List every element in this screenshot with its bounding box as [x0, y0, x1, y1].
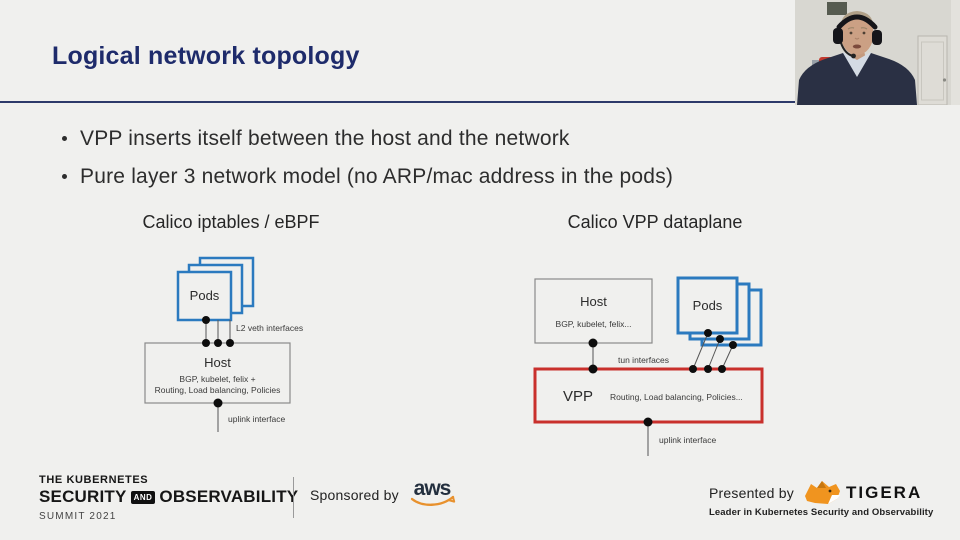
diagram-left-heading: Calico iptables / eBPF [142, 212, 320, 232]
tigera-tiger-icon [803, 479, 843, 511]
vpp-box [533, 367, 764, 424]
eye [862, 31, 866, 35]
host-box [144, 342, 291, 404]
connection-node [226, 339, 234, 347]
bullet-marker [62, 136, 67, 141]
uplink-label: uplink interface [228, 414, 285, 424]
connection-node [213, 398, 223, 408]
host-sub-text: Routing, Load balancing, Policies [155, 385, 281, 395]
hair [840, 11, 874, 28]
aws-smile-icon [410, 495, 455, 506]
bullet-text: VPP inserts itself between the host and … [80, 127, 570, 150]
summit-logo-line2: SECURITY AND OBSERVABILITY [39, 487, 298, 507]
pods-label: Pods [693, 298, 723, 313]
summit-logo-line3: SUMMIT 2021 [39, 511, 117, 522]
sponsored-by-label: Sponsored by [310, 487, 399, 503]
connection-node [643, 417, 653, 427]
uplink-label: uplink interface [659, 435, 716, 445]
host-label: Host [580, 294, 607, 309]
eyebrow [860, 27, 868, 30]
nose [854, 37, 860, 40]
footer-divider [293, 477, 294, 518]
and-badge: AND [130, 490, 156, 504]
eyebrow [847, 27, 855, 30]
presented-by-label: Presented by [709, 485, 794, 501]
wall-frame [827, 2, 847, 15]
connection-node [689, 365, 697, 373]
door [917, 0, 960, 105]
bullet-marker [62, 174, 67, 179]
tiger-stripe-shape [817, 481, 826, 488]
connection-node [704, 365, 712, 373]
connection-node [716, 335, 724, 343]
summit-logo-line1: THE KUBERNETES [39, 474, 149, 486]
connection-node [718, 365, 726, 373]
connection-node [588, 338, 598, 348]
bullet-item: VPP inserts itself between the host and … [62, 127, 673, 151]
aws-logo-graphic: aws [410, 477, 456, 506]
tun-wire [721, 344, 734, 370]
webcam-scene [795, 0, 960, 105]
host-box [534, 278, 653, 344]
diagram-iptables: Pods L2 veth interfaces Host BGP, kubele… [144, 256, 303, 432]
summit-observability-text: OBSERVABILITY [159, 487, 299, 506]
webcam-video [795, 0, 960, 105]
aws-smile-arrow-icon [447, 496, 456, 503]
tiger-icon-graphic [805, 481, 840, 504]
presenter-silhouette [797, 11, 917, 105]
connection-node [214, 339, 222, 347]
bullet-list: VPP inserts itself between the host and … [62, 127, 673, 203]
aws-wordmark: aws [414, 477, 451, 500]
eye [849, 31, 853, 35]
tiger-eye [828, 489, 832, 493]
host-label: Host [204, 355, 231, 370]
veth-label: L2 veth interfaces [236, 323, 303, 333]
connection-node [729, 341, 737, 349]
tun-label: tun interfaces [618, 355, 669, 365]
bullet-text: Pure layer 3 network model (no ARP/mac a… [80, 165, 674, 188]
host-sub-text: BGP, kubelet, felix... [556, 319, 632, 329]
page-title: Logical network topology [52, 42, 360, 70]
vpp-sub-text: Routing, Load balancing, Policies... [610, 392, 743, 402]
connection-node [202, 316, 210, 324]
pod-box-front [176, 270, 233, 322]
connection-node [704, 329, 712, 337]
vpp-label: VPP [563, 388, 593, 405]
diagram-right-heading: Calico VPP dataplane [567, 212, 743, 232]
diagram-vpp: Host BGP, kubelet, felix... Pods tun int… [533, 276, 764, 456]
tun-wire [707, 338, 721, 370]
aws-logo: aws [408, 477, 460, 516]
header-divider [0, 101, 810, 103]
connection-node [202, 339, 210, 347]
tun-wire [692, 332, 709, 370]
tiger-jaw-shape [828, 495, 840, 504]
face [840, 13, 874, 55]
tigera-wordmark: TIGERA [846, 483, 923, 502]
summit-logo: THE KUBERNETES SECURITY AND OBSERVABILIT… [39, 474, 298, 522]
headset [833, 14, 882, 59]
mouth [852, 44, 862, 49]
host-sub-text: BGP, kubelet, felix + [179, 374, 255, 384]
tigera-tagline: Leader in Kubernetes Security and Observ… [709, 507, 934, 518]
bullet-item: Pure layer 3 network model (no ARP/mac a… [62, 165, 673, 189]
connection-node [588, 364, 598, 374]
pods-label: Pods [190, 288, 220, 303]
summit-security-text: SECURITY [39, 487, 127, 506]
sweater [797, 53, 917, 105]
